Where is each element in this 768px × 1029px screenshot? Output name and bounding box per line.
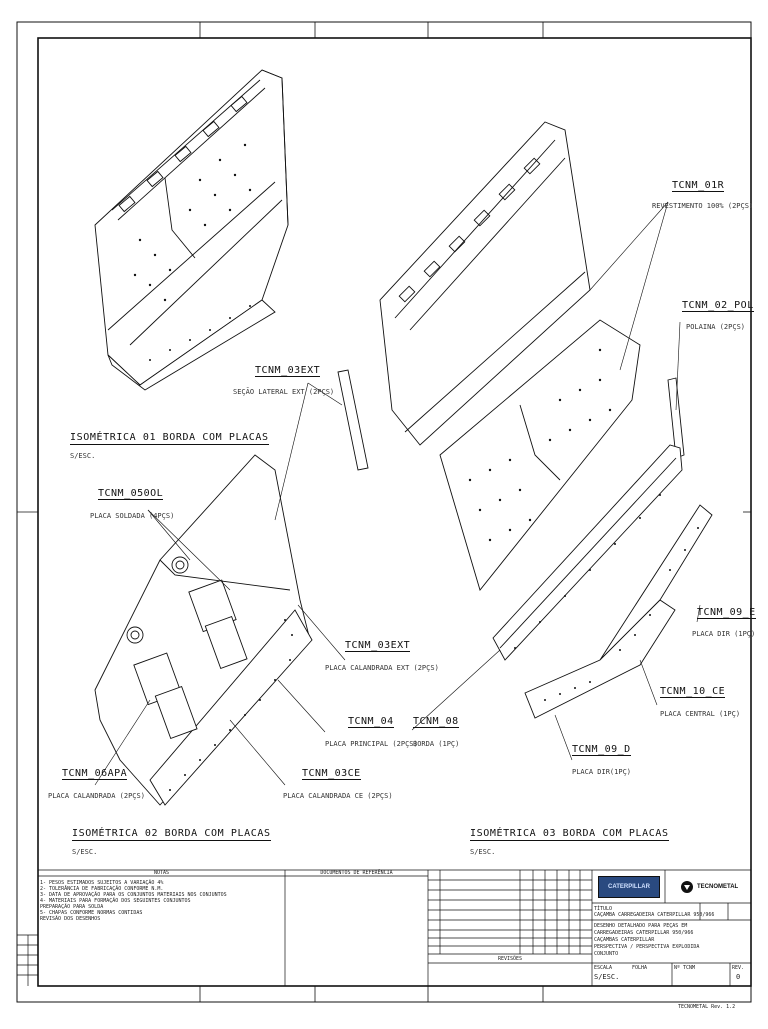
callout-desc: BORDA (1PÇ) [413,740,460,748]
callout-desc: PLACA CENTRAL (1PÇ) [660,710,741,718]
iso01-holes [133,143,252,361]
scale-value: S/ESC. [594,973,620,981]
callout-desc: POLAINA (2PÇS) [686,323,746,331]
rev-label: REV. [732,965,745,971]
callout-code: TCNM_03CE [302,768,361,780]
description-line: CARREGADEIRAS CATERPILLAR 950/966 [594,930,694,936]
iso01-teeth [118,95,248,213]
callout-code: TCNM_09_E [697,607,756,619]
callout-code: TCNM_050OL [98,488,164,500]
footer-code: TECNOMETAL Rev. 1.2 [678,1004,736,1010]
description-line: DESENHO DETALHADO PARA PEÇAS EM [594,923,688,929]
callout-code: TCNM_06APA [62,768,128,780]
view-scale-iso01: S/ESC. [70,452,96,460]
note-line: 1- PESOS ESTIMADOS SUJEITOS A VARIAÇÃO 4… [40,880,164,886]
callout-desc: PLACA DIR(1PÇ) [572,768,632,776]
callout-code: TCNM_04 [348,716,394,728]
callout-code: TCNM_03EXT [255,365,321,377]
callout-code: TCNM_08 [413,716,459,728]
titleblock-lines [17,869,751,986]
callout-code: TCNM_02_POL [682,300,754,312]
rev-value: 0 [736,973,741,981]
view-title-iso01: ISOMÉTRICA 01 BORDA COM PLACAS [70,432,269,445]
edge-holes [514,494,699,701]
description-line: TÍTULO [594,906,613,912]
callout-desc: REVESTIMENTO 100% (2PÇS) [652,202,754,210]
refs-header: DOCUMENTOS DE REFERÊNCIA [320,870,393,876]
description-line: PERSPECTIVA / PERSPECTIVA EXPLODIDA [594,944,700,950]
note-line: REVISÃO DOS DESENHOS [40,916,101,922]
callout-code: TCNM_09_D [572,744,631,756]
callout-desc: PLACA PRINCIPAL (2PÇS) [325,740,418,748]
callout-code: TCNM_03EXT [345,640,411,652]
view-title-iso02: ISOMÉTRICA 02 BORDA COM PLACAS [72,828,271,841]
callout-desc: PLACA CALANDRADA CE (2PÇS) [283,792,393,800]
company-name: TECNOMETAL [697,884,739,890]
description-line: CONJUNTO [594,951,619,957]
callout-desc: PLACA CALANDRADA (2PÇS) [48,792,145,800]
iso01-bucket [94,69,289,391]
iso03-holes [468,348,612,542]
callout-desc: PLACA SOLDADA (4PÇS) [90,512,175,520]
view-scale-iso03: S/ESC. [470,848,496,856]
company-logo-icon [681,881,693,893]
iso02-bucket [94,454,313,806]
revision-table-header: REVISÕES [497,956,523,962]
view-title-iso03: ISOMÉTRICA 03 BORDA COM PLACAS [470,828,669,841]
note-line: 5- CHAPAS CONFORME NORMAS CONTIDAS [40,910,143,916]
note-line: PREPARAÇÃO PARA SOLDA [40,904,104,910]
note-line: 4- MATERIAIS PARA FORMAÇÃO DOS SEGUINTES… [40,898,191,904]
callout-desc: PLACA CALANDRADA EXT (2PÇS) [325,664,439,672]
sheet-frame [16,21,752,1003]
callout-code: TCNM_01R [672,180,725,192]
sheet-label: FOLHA [632,965,648,971]
description-line: CAÇAMBAS CATERPILLAR [594,937,655,943]
number-label: Nº TCNM [674,965,696,971]
note-line: 2- TOLERÂNCIA DE FABRICAÇÃO CONFORME N.M… [40,886,164,892]
note-line: 3- DATA DE APROVAÇÃO PARA OS CONJUNTOS M… [40,892,227,898]
leader-lines [94,201,701,786]
callout-code: TCNM_10_CE [660,686,726,698]
description-line: CAÇAMBA CARREGADEIRA CATERPILLAR 950/966 [594,912,715,918]
callout-desc: PLACA DIR (1PÇ) [692,630,756,638]
view-scale-iso02: S/ESC. [72,848,98,856]
callout-desc: SEÇÃO LATERAL EXT (2PÇS) [233,388,335,396]
iso03-bucket [337,121,713,719]
notes-header: NOTAS [153,870,170,876]
scale-label: ESCALA [594,965,613,971]
iso02-holes [169,619,293,791]
iso03-teeth [398,157,541,303]
client-logo: CATERPILLAR [598,876,660,898]
